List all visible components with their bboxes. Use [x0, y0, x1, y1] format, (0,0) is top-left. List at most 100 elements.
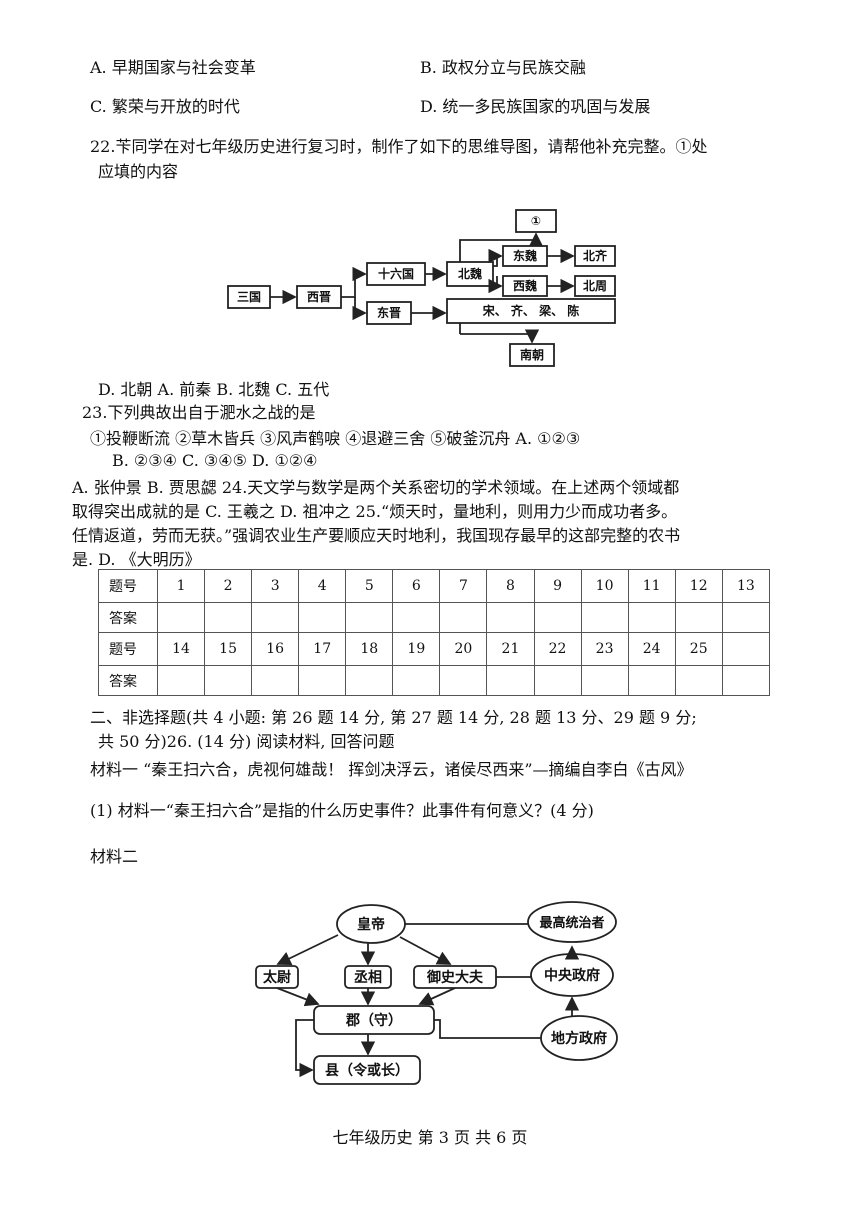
- q-number-cell: 6: [392, 569, 441, 603]
- q-number-cell: 14: [156, 632, 206, 666]
- table-row: 答案: [98, 665, 771, 696]
- answer-cell[interactable]: [156, 602, 206, 633]
- q-number-cell: 17: [298, 632, 347, 666]
- q23-items: ①投鞭断流 ②草木皆兵 ③风声鹤唳 ④退避三舍 ⑤破釜沉舟 A. ①②③: [90, 429, 581, 448]
- q-number-cell: 24: [627, 632, 676, 666]
- q21-option-b: B. 政权分立与民族交融: [420, 58, 586, 77]
- node-yushi-dafu: 御史大夫: [426, 969, 484, 986]
- mm-beiwei: 北魏: [458, 266, 482, 281]
- q-number-cell: 3: [251, 569, 300, 603]
- mm-dongjin: 东晋: [377, 305, 401, 320]
- q-number-cell: [721, 632, 771, 666]
- answer-cell[interactable]: [674, 665, 723, 696]
- table-row: 题号 14 15 16 17 18 19 20 21 22 23 24 25: [98, 632, 771, 666]
- q-number-cell: 22: [533, 632, 582, 666]
- q-number-cell: 18: [345, 632, 394, 666]
- answer-cell[interactable]: [486, 665, 535, 696]
- mm-circle-blank: ①: [531, 214, 541, 228]
- table-row: 答案: [98, 602, 771, 633]
- answer-cell[interactable]: [486, 602, 535, 633]
- node-chengxiang: 丞相: [354, 969, 382, 986]
- answer-cell[interactable]: [533, 602, 582, 633]
- answer-cell[interactable]: [392, 665, 441, 696]
- node-xian: 县（令或长）: [325, 1062, 409, 1079]
- answer-cell[interactable]: [251, 602, 300, 633]
- q21-option-a: A. 早期国家与社会变革: [90, 58, 256, 77]
- mm-dongwei: 东魏: [513, 248, 537, 263]
- qin-government-diagram: 皇帝 最高统治者 太尉 丞相 御史大夫 中央政府 郡（守） 地方政府 县（令或长…: [255, 901, 618, 1085]
- node-central-government: 中央政府: [544, 967, 600, 984]
- mm-xijin: 西晋: [307, 289, 331, 304]
- q22-stem-line1: 22.苄同学在对七年级历史进行复习时，制作了如下的思维导图，请帮他补充完整。①处: [90, 137, 708, 156]
- q21-option-c: C. 繁荣与开放的时代: [90, 97, 240, 116]
- answer-cell[interactable]: [156, 665, 206, 696]
- q25-line4: 是. D. 《大明历》: [72, 550, 201, 569]
- table-row: 题号 1 2 3 4 5 6 7 8 9 10 11 12 13: [98, 569, 771, 603]
- q-number-cell: 2: [204, 569, 253, 603]
- q-number-cell: 10: [580, 569, 629, 603]
- answer-cell[interactable]: [674, 602, 723, 633]
- q-number-cell: 1: [156, 569, 206, 603]
- node-local-government: 地方政府: [551, 1030, 607, 1047]
- q-number-label: 题号: [98, 569, 158, 603]
- q-number-cell: 23: [580, 632, 629, 666]
- mm-sanguo: 三国: [237, 290, 261, 304]
- q-number-cell: 20: [439, 632, 488, 666]
- q-number-cell: 15: [204, 632, 253, 666]
- node-taifu: 太尉: [263, 969, 291, 986]
- material1-text: 材料一 “秦王扫六合，虎视何雄哉！ 挥剑决浮云，诸侯尽西来”—摘编自李白《古风》: [90, 760, 693, 779]
- answer-cell[interactable]: [533, 665, 582, 696]
- q23-stem: 23.下列典故出自于淝水之战的是: [82, 403, 316, 422]
- mm-beiqi: 北齐: [583, 248, 608, 263]
- question1-text: (1) 材料一“秦王扫六合”是指的什么历史事件？此事件有何意义？(4 分): [90, 801, 594, 820]
- q25-line3: 任情返道，劳而无获。”强调农业生产要顺应天时地利，我国现存最早的这部完整的农书: [72, 526, 681, 545]
- q-number-cell: 25: [674, 632, 723, 666]
- q-number-cell: 7: [439, 569, 488, 603]
- mm-shiliuguo: 十六国: [378, 266, 414, 281]
- node-emperor: 皇帝: [357, 916, 385, 933]
- material2-label: 材料二: [90, 847, 139, 866]
- part2-heading-line1: 二、非选择题(共 4 小题: 第 26 题 14 分, 第 27 题 14 分,…: [90, 708, 697, 727]
- answer-cell[interactable]: [580, 665, 629, 696]
- mm-xiwei: 西魏: [513, 278, 537, 293]
- q-number-cell: 9: [533, 569, 582, 603]
- answer-cell[interactable]: [721, 665, 771, 696]
- answer-cell[interactable]: [298, 665, 347, 696]
- q-number-cell: 5: [345, 569, 394, 603]
- answer-cell[interactable]: [439, 602, 488, 633]
- answer-cell[interactable]: [204, 665, 253, 696]
- q-number-cell: 4: [298, 569, 347, 603]
- answer-cell[interactable]: [298, 602, 347, 633]
- answer-cell[interactable]: [345, 602, 394, 633]
- q24-line1: A. 张仲景 B. 贾思勰 24.天文学与数学是两个关系密切的学术领域。在上述两…: [72, 478, 680, 497]
- mm-nanchao: 南朝: [520, 347, 544, 362]
- answer-cell[interactable]: [627, 602, 676, 633]
- page-footer: 七年级历史 第 3 页 共 6 页: [332, 1128, 528, 1147]
- answer-cell[interactable]: [251, 665, 300, 696]
- mm-nanchao-dynasties: 宋、 齐、 梁、 陈: [483, 303, 580, 318]
- answer-table: 题号 1 2 3 4 5 6 7 8 9 10 11 12 13 答案 题号 1…: [98, 569, 771, 696]
- q-number-cell: 21: [486, 632, 535, 666]
- part2-heading-line2: 共 50 分)26. (14 分) 阅读材料, 回答问题: [98, 732, 395, 751]
- q-number-cell: 11: [627, 569, 676, 603]
- q22-options: D. 北朝 A. 前秦 B. 北魏 C. 五代: [98, 380, 330, 399]
- q22-stem-line2: 应填的内容: [98, 162, 179, 181]
- q-number-cell: 13: [721, 569, 771, 603]
- q24-line2: 取得突出成就的是 C. 王羲之 D. 祖冲之 25.“烦天时，量地利，则用力少而…: [72, 502, 678, 521]
- answer-cell[interactable]: [627, 665, 676, 696]
- answer-cell[interactable]: [204, 602, 253, 633]
- answer-cell[interactable]: [345, 665, 394, 696]
- q22-mind-map: ① 三国 西晋 十六国 东晋 北魏 东魏 西魏 北齐 北周 宋、 齐、 梁、 陈…: [227, 209, 616, 367]
- q-number-cell: 19: [392, 632, 441, 666]
- answer-cell[interactable]: [580, 602, 629, 633]
- answer-cell[interactable]: [392, 602, 441, 633]
- answer-cell[interactable]: [439, 665, 488, 696]
- q-number-cell: 16: [251, 632, 300, 666]
- q21-option-d: D. 统一多民族国家的巩固与发展: [420, 97, 651, 116]
- q-number-cell: 8: [486, 569, 535, 603]
- q23-options: B. ②③④ C. ③④⑤ D. ①②④: [112, 451, 318, 470]
- answer-cell[interactable]: [721, 602, 771, 633]
- answer-label: 答案: [98, 602, 158, 633]
- answer-label: 答案: [98, 665, 158, 696]
- mm-beizhou: 北周: [583, 278, 607, 293]
